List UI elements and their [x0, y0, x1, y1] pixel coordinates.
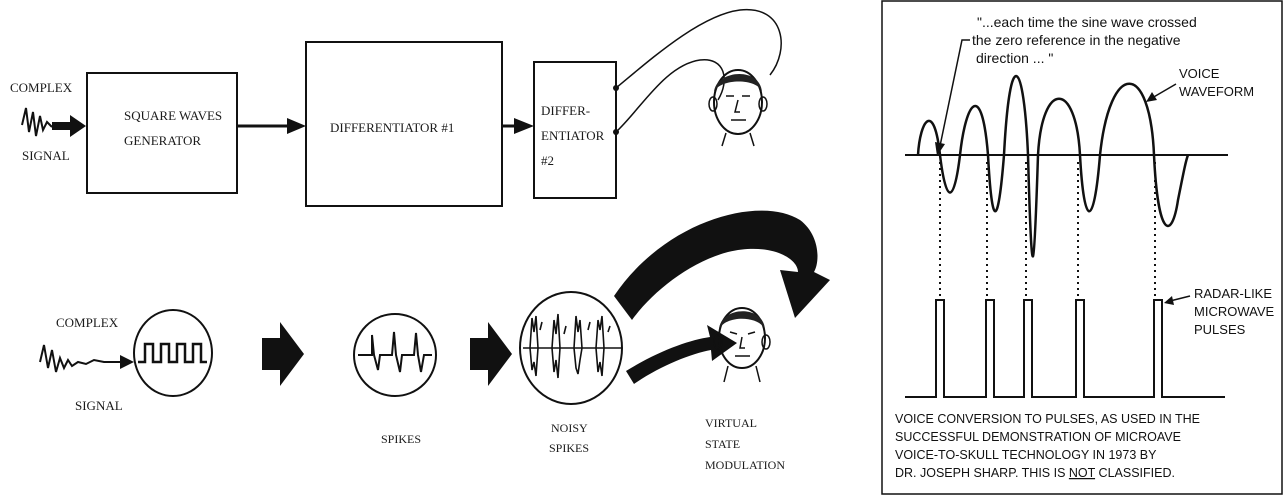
caption-line-3: VOICE-TO-SKULL TECHNOLOGY IN 1973 BY	[895, 448, 1157, 462]
bottom-complex-signal-waveform	[39, 344, 112, 373]
quote-pointer-line	[939, 39, 970, 147]
radar-pointer-head	[1164, 296, 1174, 305]
crossing-dotted-lines	[939, 162, 1156, 300]
top-input-arrow	[52, 115, 86, 137]
radar-label-line1: RADAR-LIKE	[1194, 286, 1272, 301]
caption-line-4-end: CLASSIFIED.	[1095, 466, 1175, 480]
box3-label-line2: ENTIATOR	[541, 128, 605, 143]
voice-waveform	[916, 75, 1190, 258]
spikes-waveform	[358, 331, 432, 373]
microwave-pulse-train	[905, 299, 1225, 398]
quote-line-2: the zero reference in the negative	[972, 32, 1181, 48]
wire-to-head-2	[615, 59, 725, 133]
noisy-spikes-label-line2: SPIKES	[549, 441, 589, 455]
head-icon-bottom	[713, 307, 771, 383]
output-label-line3: MODULATION	[705, 458, 785, 472]
right-panel: "...each time the sine wave crossed the …	[881, 0, 1283, 495]
noisy-spikes-label-line1: NOISY	[551, 421, 588, 435]
caption-line-1: VOICE CONVERSION TO PULSES, AS USED IN T…	[895, 412, 1200, 426]
head-icon-top	[708, 69, 768, 147]
spikes-label: SPIKES	[381, 432, 421, 446]
arrow-box1-to-box2-head	[287, 118, 306, 134]
radar-pointer-line	[1169, 295, 1191, 302]
box1-label-line1: SQUARE WAVES	[124, 108, 222, 123]
quote-line-1: "...each time the sine wave crossed	[977, 14, 1197, 30]
voice-label-line2: WAVEFORM	[1179, 84, 1254, 99]
caption-line-4: DR. JOSEPH SHARP. THIS IS NOT CLASSIFIED…	[895, 466, 1175, 480]
top-input-label-signal: SIGNAL	[22, 148, 70, 163]
top-complex-signal-waveform	[21, 107, 53, 137]
quote-line-3: direction ... "	[976, 50, 1053, 66]
noisy-spikes-waveform	[523, 313, 622, 379]
radar-label-line2: MICROWAVE	[1194, 304, 1274, 319]
block-arrow-2	[470, 322, 512, 386]
right-panel-border	[881, 0, 1283, 495]
caption-line-2: SUCCESSFUL DEMONSTRATION OF MICROAVE	[895, 430, 1181, 444]
radar-label-line3: PULSES	[1194, 322, 1246, 337]
caption-line-4-start: DR. JOSEPH SHARP. THIS IS	[895, 466, 1069, 480]
voice-label-line1: VOICE	[1179, 66, 1220, 81]
output-label-line2: STATE	[705, 437, 740, 451]
arrow-box2-to-box3-head	[514, 118, 534, 134]
arrow-to-head	[626, 325, 737, 384]
square-wave-pulses	[138, 342, 207, 364]
box1-label-line2: GENERATOR	[124, 133, 201, 148]
box3-label-line1: DIFFER-	[541, 103, 590, 118]
top-input-label-complex: COMPLEX	[10, 80, 73, 95]
top-chain: COMPLEX SIGNAL SQUARE WAVES GENERATOR DI…	[10, 9, 782, 207]
bottom-input-arrow-head	[120, 355, 134, 369]
feedback-arrow	[614, 210, 830, 320]
block-arrow-1	[262, 322, 304, 386]
bottom-input-label-complex: COMPLEX	[56, 315, 119, 330]
voice-pointer-head	[1146, 92, 1157, 102]
output-label-line1: VIRTUAL	[705, 416, 757, 430]
differentiator-1-box	[305, 41, 503, 207]
box2-label: DIFFERENTIATOR #1	[330, 120, 454, 135]
caption-not-emphasis: NOT	[1069, 466, 1096, 480]
spikes-circle	[353, 313, 437, 397]
box3-label-line3: #2	[541, 153, 554, 168]
square-wave-circle	[133, 309, 213, 397]
wire-to-head-1	[615, 9, 782, 89]
voice-pointer-line	[1151, 83, 1177, 99]
square-waves-generator-box	[86, 72, 238, 194]
bottom-chain: COMPLEX SIGNAL SPIKES NOISY SPIKES	[39, 210, 830, 472]
bottom-input-label-signal: SIGNAL	[75, 398, 123, 413]
